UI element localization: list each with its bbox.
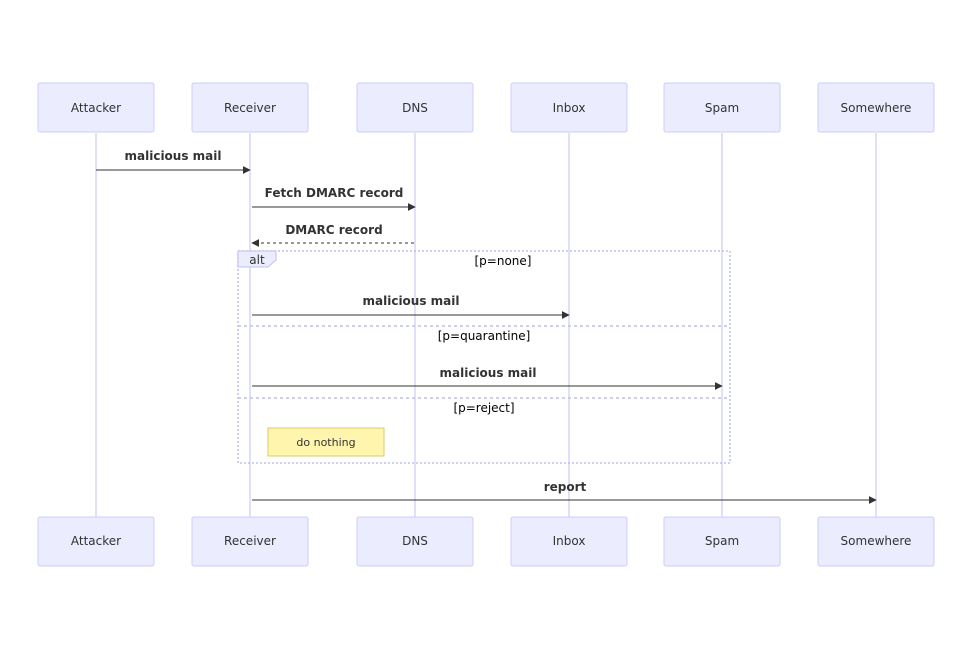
actor-attacker-bottom: Attacker	[37, 516, 155, 567]
actor-label: Receiver	[224, 101, 276, 115]
message-label: malicious mail	[363, 294, 460, 308]
actor-dns-top: DNS	[356, 82, 474, 133]
actor-dns-bottom: DNS	[356, 516, 474, 567]
actors-top: Attacker Receiver DNS Inbox Spam Somewhe…	[37, 82, 935, 133]
actor-receiver-bottom: Receiver	[191, 516, 309, 567]
actor-receiver-top: Receiver	[191, 82, 309, 133]
actor-label: Somewhere	[841, 534, 912, 548]
alt-condition-quarantine: [p=quarantine]	[438, 329, 531, 343]
actor-label: Inbox	[553, 101, 586, 115]
messages: malicious mail Fetch DMARC record DMARC …	[96, 149, 877, 504]
alt-condition-none: [p=none]	[475, 254, 532, 268]
actor-label: DNS	[402, 534, 428, 548]
actor-spam-bottom: Spam	[663, 516, 781, 567]
actor-label: DNS	[402, 101, 428, 115]
actor-label: Inbox	[553, 534, 586, 548]
actor-label: Somewhere	[841, 101, 912, 115]
message-label: Fetch DMARC record	[265, 186, 404, 200]
lifelines	[95, 133, 877, 517]
actor-label: Attacker	[71, 101, 121, 115]
message-label: report	[544, 480, 587, 494]
actor-somewhere-bottom: Somewhere	[817, 516, 935, 567]
actor-label: Spam	[705, 534, 739, 548]
actor-attacker-top: Attacker	[37, 82, 155, 133]
alt-frame	[237, 250, 731, 464]
alt-condition-reject: [p=reject]	[453, 401, 514, 415]
actor-spam-top: Spam	[663, 82, 781, 133]
actor-label: Attacker	[71, 534, 121, 548]
note-box	[267, 427, 385, 457]
actor-inbox-top: Inbox	[510, 82, 628, 133]
alt-tab	[237, 250, 277, 268]
alt-block: alt [p=none] [p=quarantine] [p=reject]	[237, 250, 731, 464]
actor-label: Spam	[705, 101, 739, 115]
note: do nothing	[267, 427, 385, 457]
message-label: malicious mail	[125, 149, 222, 163]
note-text: do nothing	[296, 436, 355, 449]
message-label: DMARC record	[285, 223, 382, 237]
actor-inbox-bottom: Inbox	[510, 516, 628, 567]
message-label: malicious mail	[440, 366, 537, 380]
alt-label: alt	[249, 253, 265, 267]
actor-somewhere-top: Somewhere	[817, 82, 935, 133]
actor-label: Receiver	[224, 534, 276, 548]
actors-bottom: Attacker Receiver DNS Inbox Spam Somewhe…	[37, 516, 935, 567]
